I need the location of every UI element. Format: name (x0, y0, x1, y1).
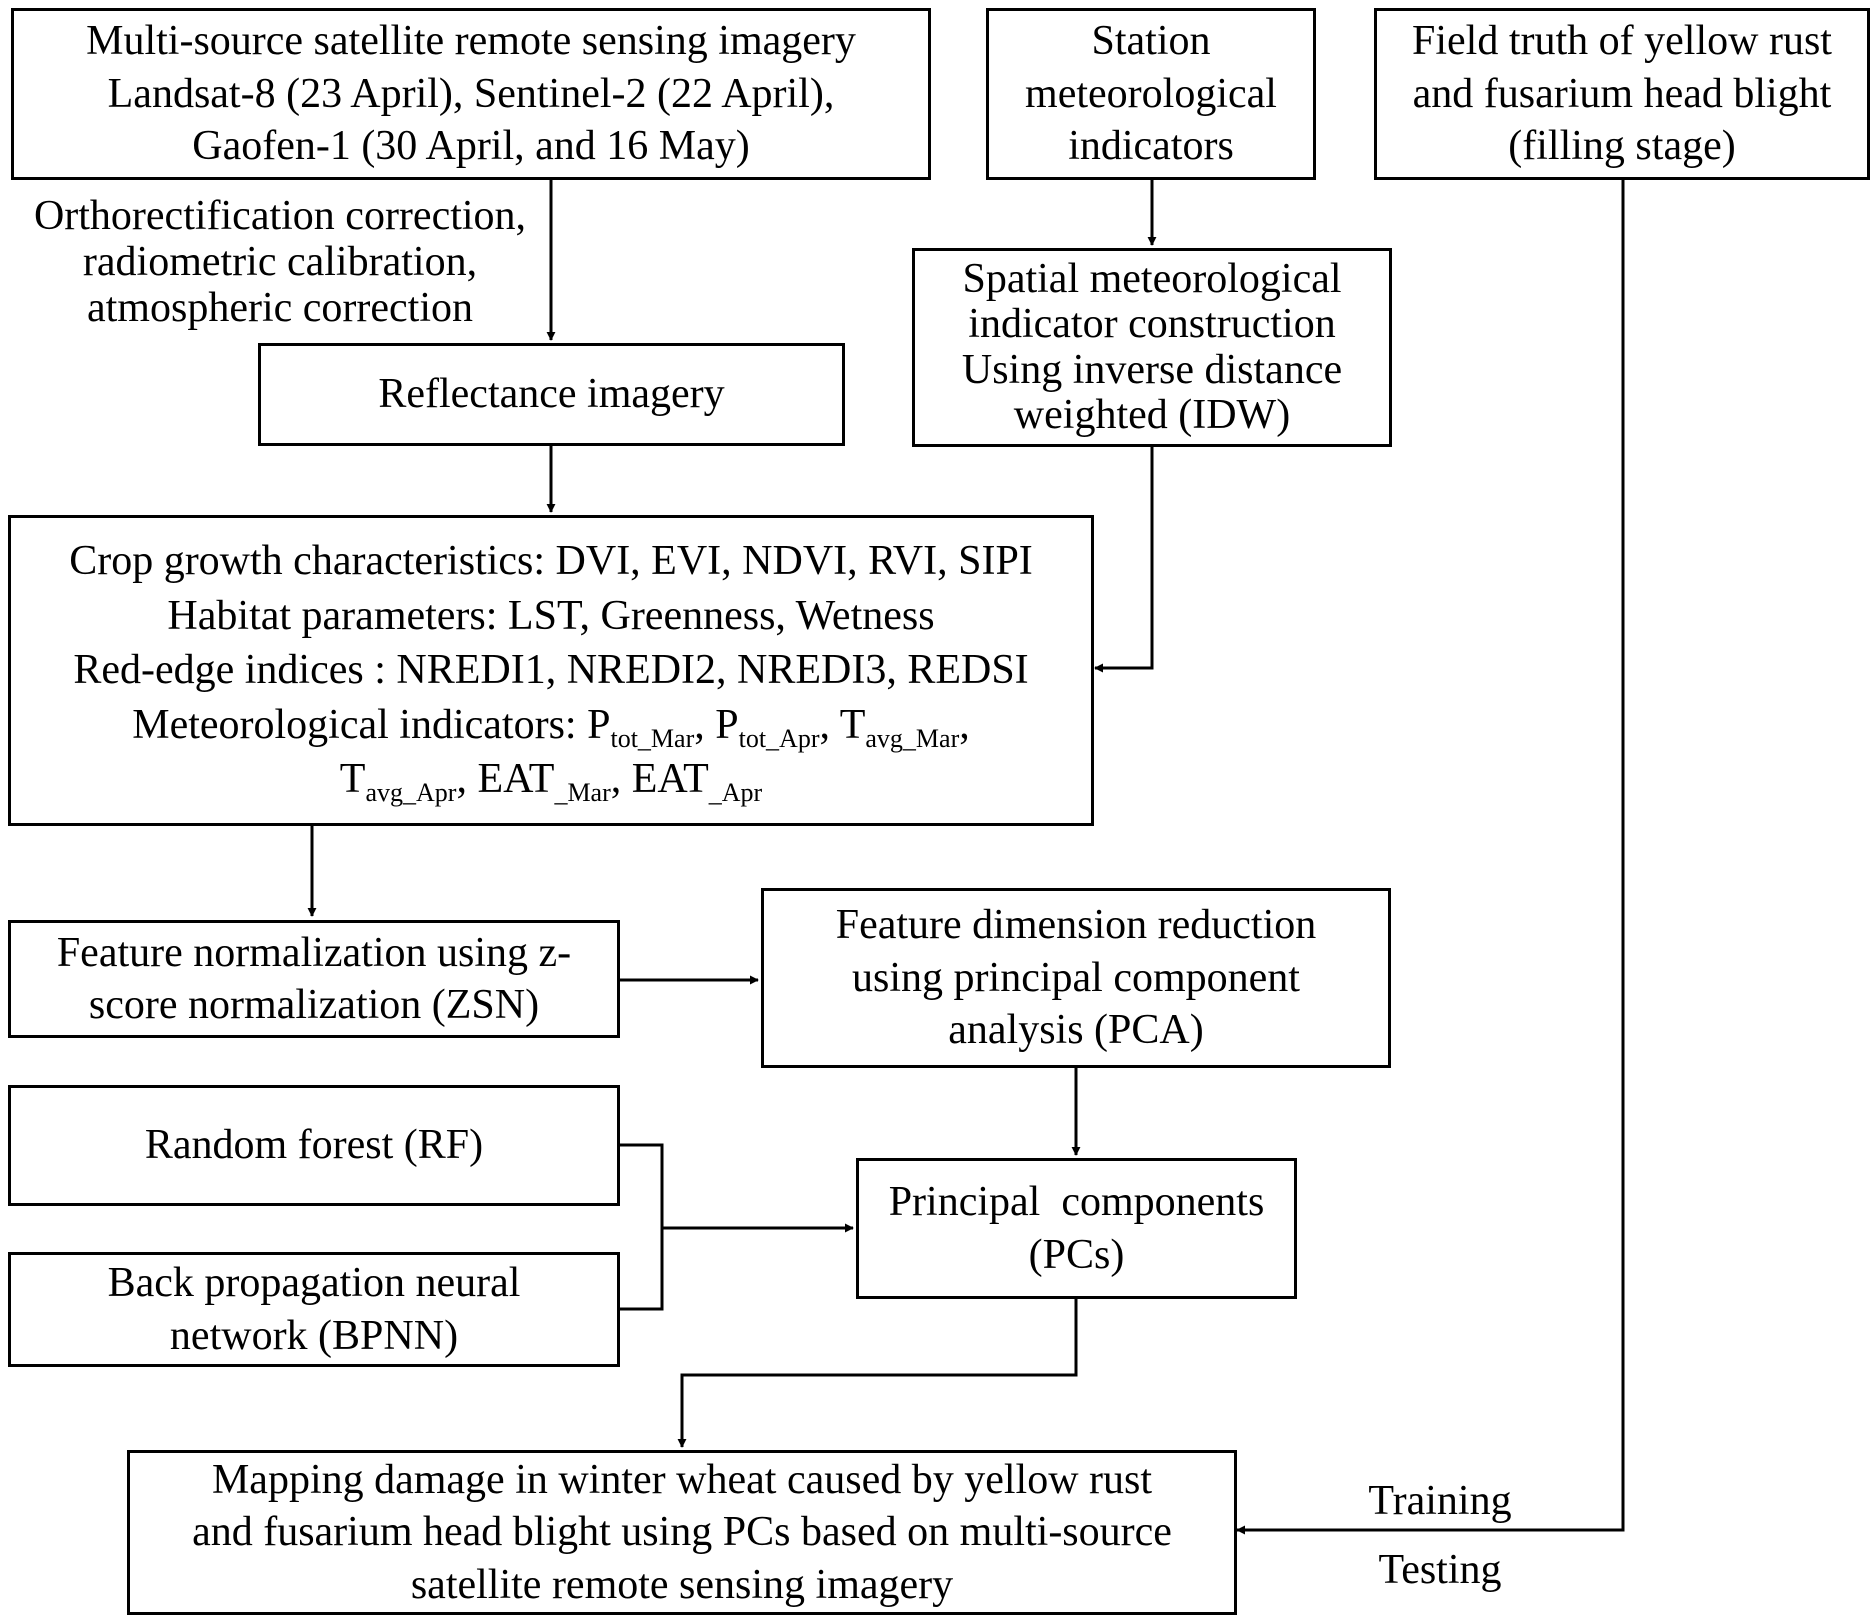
met-indicator-b-0: Tavg_Apr, (339, 756, 478, 808)
bpnn-box: Back propagation neural network (BPNN) (8, 1252, 620, 1367)
zsn-box: Feature normalization using z- score nor… (8, 920, 620, 1038)
spatial-met-line-4: weighted (IDW) (1013, 391, 1291, 438)
met-indicator-b-2: EAT_Apr (631, 756, 763, 808)
pca-line-3: analysis (PCA) (948, 1007, 1204, 1054)
arrow-spatial-to-features (1094, 447, 1154, 673)
met-indicator-a-1: Ptot_Apr, (715, 701, 840, 753)
training-label: Training (1368, 1478, 1512, 1524)
met-indicators-line-2: Tavg_Apr, EAT_Mar, EAT_Apr (340, 752, 762, 807)
mapping-line-3: satellite remote sensing imagery (410, 1561, 954, 1608)
pcs-line-1: Principal components (888, 1179, 1265, 1225)
bpnn-line-2: network (BPNN) (169, 1312, 459, 1359)
mapping-line-1: Mapping damage in winter wheat caused by… (211, 1456, 1153, 1503)
met-indicators-prefix: Meteorological indicators: (132, 701, 588, 748)
crop-growth-line: Crop growth characteristics: DVI, EVI, N… (69, 538, 1033, 585)
station-indicators-box: Station meteorological indicators (986, 8, 1316, 180)
preprocessing-line-3: atmospheric correction (87, 285, 473, 331)
arrow-fieldtruth-to-mapping (1236, 180, 1625, 1535)
multi-source-line-3: Gaofen-1 (30 April, and 16 May) (192, 123, 750, 170)
habitat-line: Habitat parameters: LST, Greenness, Wetn… (167, 592, 935, 639)
red-edge-line: Red-edge indices : NREDI1, NREDI2, NREDI… (73, 647, 1029, 694)
met-indicator-a-2: Tavg_Mar, (839, 701, 970, 753)
connector-rf (620, 1143, 664, 1311)
mapping-result-box: Mapping damage in winter wheat caused by… (127, 1450, 1237, 1615)
spatial-met-line-1: Spatial meteorological (962, 255, 1342, 302)
field-truth-line-2: and fusarium head blight (1412, 70, 1832, 117)
mapping-line-2: and fusarium head blight using PCs based… (192, 1509, 1172, 1556)
feature-set-box: Crop growth characteristics: DVI, EVI, N… (8, 515, 1094, 826)
field-truth-line-3: (filling stage) (1508, 123, 1736, 170)
spatial-meteorological-box: Spatial meteorological indicator constru… (912, 248, 1392, 447)
preprocessing-line-1: Orthorectification correction, (33, 193, 527, 239)
station-line-1: Station (1091, 18, 1211, 65)
reflectance-imagery-box: Reflectance imagery (258, 343, 845, 446)
station-line-2: meteorological (1025, 70, 1277, 117)
spatial-met-line-3: Using inverse distance (961, 346, 1343, 393)
met-indicator-a-0: Ptot_Mar, (587, 701, 716, 753)
field-truth-box: Field truth of yellow rust and fusarium … (1374, 8, 1870, 180)
spatial-met-line-2: indicator construction (968, 301, 1336, 348)
station-line-3: indicators (1068, 123, 1234, 170)
multi-source-imagery-box: Multi-source satellite remote sensing im… (11, 8, 931, 180)
pca-line-1: Feature dimension reduction (835, 902, 1317, 949)
principal-components-box: Principal components (PCs) (856, 1158, 1297, 1299)
arrow-pcs-to-mapping (677, 1299, 1078, 1448)
rf-line-1: Random forest (RF) (144, 1122, 484, 1169)
met-indicator-b-1: EAT_Mar, (477, 756, 632, 808)
pcs-line-2: (PCs) (1028, 1231, 1125, 1278)
pca-box: Feature dimension reduction using princi… (761, 888, 1391, 1068)
met-indicators-line-1: Meteorological indicators: Ptot_Mar, Pto… (132, 698, 970, 753)
multi-source-line-1: Multi-source satellite remote sensing im… (86, 18, 856, 65)
preprocessing-line-2: radiometric calibration, (82, 239, 478, 285)
multi-source-line-2: Landsat-8 (23 April), Sentinel-2 (22 Apr… (107, 70, 835, 117)
preprocessing-label: Orthorectification correction, radiometr… (10, 193, 550, 331)
random-forest-box: Random forest (RF) (8, 1085, 620, 1206)
bpnn-line-1: Back propagation neural (107, 1260, 521, 1306)
testing-label: Testing (1378, 1547, 1502, 1593)
pca-line-2: using principal component (852, 954, 1300, 1001)
field-truth-line-1: Field truth of yellow rust (1412, 18, 1832, 65)
reflectance-line-1: Reflectance imagery (378, 371, 725, 418)
zsn-line-2: score normalization (ZSN) (88, 982, 540, 1028)
zsn-line-1: Feature normalization using z- (56, 929, 572, 976)
